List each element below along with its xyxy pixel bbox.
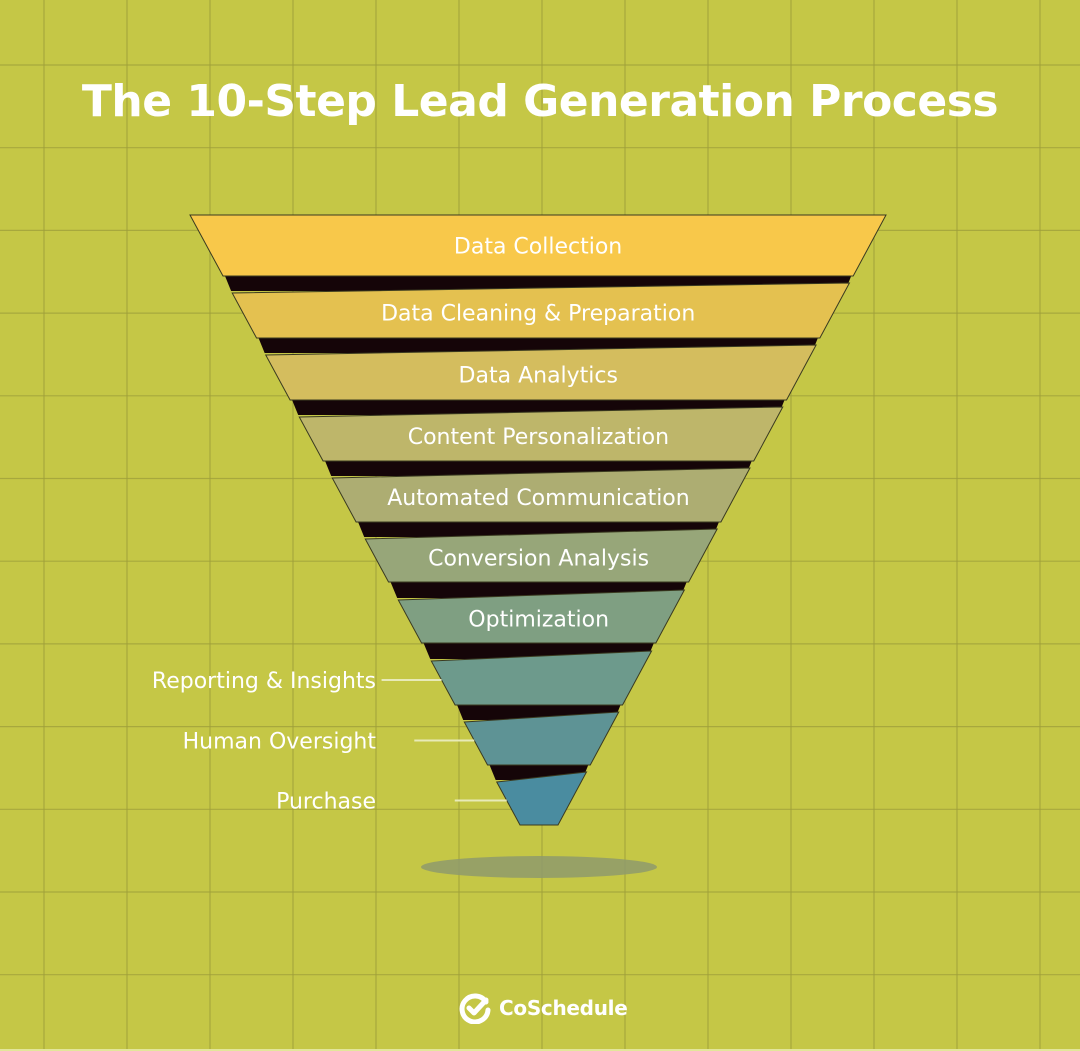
step-label: Content Personalization: [408, 425, 669, 450]
bottom-border: [0, 1049, 1080, 1051]
step-label: Data Cleaning & Preparation: [381, 302, 695, 327]
funnel-step-1: Data Collection: [189, 214, 887, 277]
step-label: Reporting & Insights: [152, 669, 376, 694]
funnel-band: [189, 214, 887, 277]
funnel-step-7: Optimization: [397, 589, 686, 644]
page-title: The 10-Step Lead Generation Process: [81, 76, 999, 127]
funnel-step-10: Purchase: [276, 771, 588, 826]
funnel-band: [331, 467, 751, 523]
funnel-band: [364, 528, 719, 583]
funnel-shadow: [421, 856, 657, 878]
step-label: Conversion Analysis: [428, 547, 649, 572]
funnel-step-2: Data Cleaning & Preparation: [231, 282, 851, 339]
funnel-band: [430, 650, 653, 706]
brand-name: CoSchedule: [499, 996, 628, 1020]
check-circle-icon: [459, 993, 491, 1024]
funnel-band: [495, 771, 588, 826]
funnel-band: [231, 282, 851, 339]
step-label: Data Analytics: [459, 364, 618, 389]
funnel-band: [463, 711, 620, 766]
funnel-step-9: Human Oversight: [183, 711, 620, 766]
step-label: Optimization: [468, 608, 609, 633]
funnel-step-6: Conversion Analysis: [364, 528, 719, 583]
funnel-step-4: Content Personalization: [298, 406, 784, 462]
brand-logo: CoSchedule: [459, 991, 628, 1025]
funnel-band: [298, 406, 784, 462]
funnel-band: [264, 344, 817, 401]
funnel-step-3: Data Analytics: [264, 344, 817, 401]
funnel-step-8: Reporting & Insights: [152, 650, 653, 706]
step-label: Automated Communication: [387, 486, 690, 511]
funnel-step-5: Automated Communication: [331, 467, 751, 523]
step-label: Human Oversight: [183, 730, 377, 755]
funnel-band: [397, 589, 686, 644]
step-label: Purchase: [276, 790, 376, 815]
step-label: Data Collection: [454, 235, 622, 260]
